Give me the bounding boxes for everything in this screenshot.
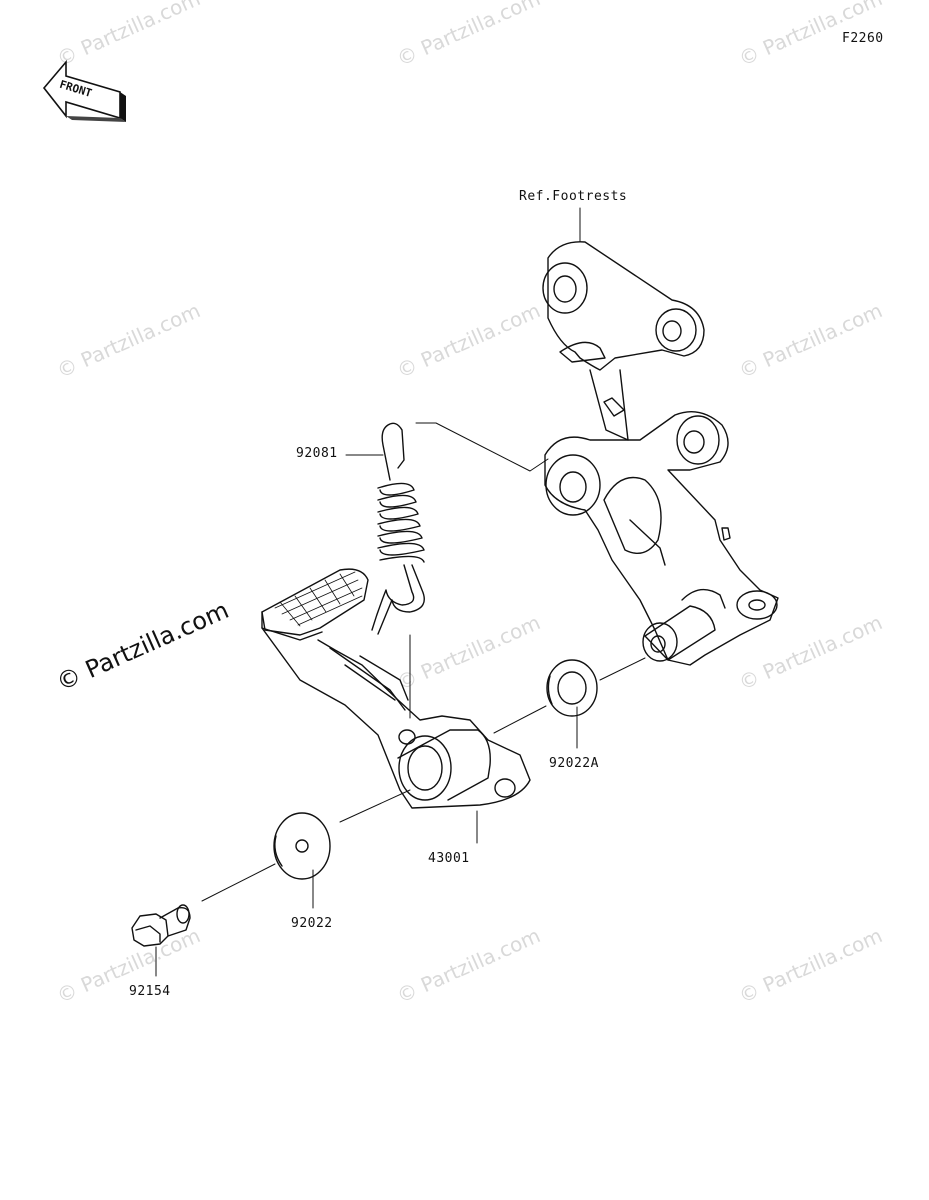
footrest-bracket (542, 241, 779, 666)
return-spring (371, 422, 425, 635)
bolt-92154 (131, 904, 191, 947)
part-label-washer-a: 92022A (549, 756, 599, 771)
part-label-pedal: 43001 (428, 851, 470, 866)
part-label-bolt: 92154 (129, 984, 171, 999)
front-arrow-icon: FRONT (42, 59, 126, 122)
part-label-washer: 92022 (291, 916, 333, 931)
part-label-spring: 92081 (296, 446, 338, 461)
washer-92022 (273, 812, 331, 880)
brake-pedal (261, 568, 531, 809)
diagram-code: F2260 (842, 31, 884, 46)
washer-92022a (546, 659, 598, 717)
ref-footrests-label: Ref.Footrests (519, 189, 628, 204)
